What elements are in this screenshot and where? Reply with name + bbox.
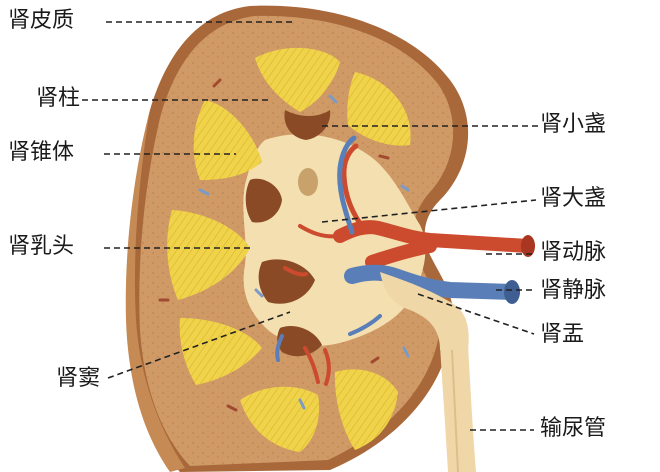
leader-pelvis [417,293,535,335]
renal-vein [344,264,520,300]
cortex-vessels [158,78,410,412]
pyramid-mid-left [167,210,250,300]
label-renal-pelvis: 肾盂 [540,322,585,347]
label-renal-column: 肾柱 [36,86,81,111]
pyramid-upper-right [347,72,411,146]
artery-end [521,235,535,257]
pyramid-top [255,47,340,112]
minor-calyx-cup-4 [277,325,322,357]
ureter-shading [451,349,459,472]
label-renal-pyramid: 肾锥体 [8,140,75,165]
artery-branch-2 [298,224,342,239]
leader-sinus [107,311,291,379]
renal-pelvis [380,272,469,350]
label-major-calyx: 肾大盏 [540,186,607,211]
vein-branch-2 [275,314,382,362]
minor-calyx-cup-3 [258,259,315,304]
label-ureter: 输尿管 [540,416,607,441]
label-renal-vein: 肾静脉 [540,278,607,303]
pyramid-lower-left [179,318,262,385]
label-renal-cortex: 肾皮质 [8,8,75,33]
leader-major-calyx [321,199,537,223]
label-minor-calyx: 肾小盏 [540,112,607,137]
leader-lines [82,21,538,431]
cut-edge [125,110,185,472]
pyramid-bottom-left [240,386,320,452]
vein-end [504,280,520,304]
artery-branch-1 [341,143,368,233]
vein-branch-1 [337,135,357,235]
sinus-fat-node [298,168,318,196]
pyramid-bottom-right [334,369,398,450]
ureter [440,345,476,472]
artery-branch-4 [283,266,308,277]
minor-calyx-cup-1 [284,110,331,140]
label-renal-papilla: 肾乳头 [8,234,75,259]
label-renal-sinus: 肾窦 [56,366,101,391]
label-renal-artery: 肾动脉 [540,240,607,265]
minor-calyx-cup-2 [245,178,282,223]
pyramid-upper-left [193,100,262,180]
artery-branch-3 [303,346,331,386]
